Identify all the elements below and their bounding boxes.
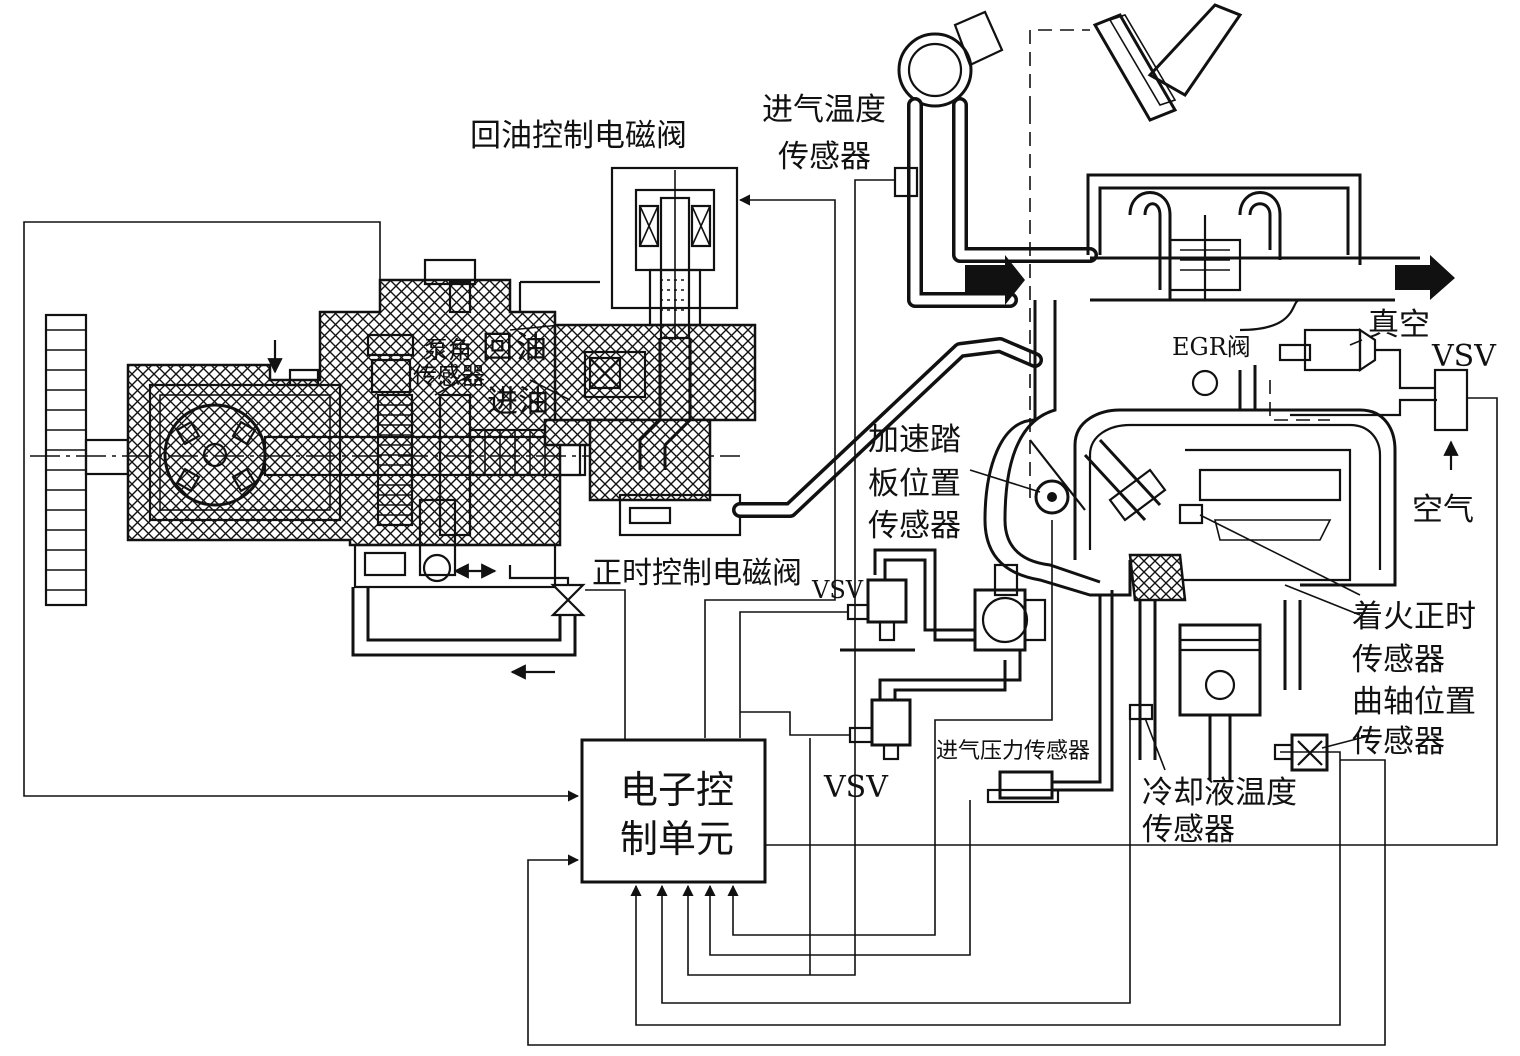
intake-pressure-sensor: [986, 590, 1114, 804]
label-vsv-upper: VSV: [811, 576, 864, 604]
label-pump-angle-1: 泵角: [424, 336, 472, 364]
return-oil-solenoid: [610, 166, 739, 470]
label-intake-temp-1: 进气温度: [762, 92, 886, 128]
label-ignition-2: 传感器: [1352, 642, 1445, 678]
labels: 回油控制电磁阀 进气温度 传感器 泵角 传感器 回 油 进油 EGR阀 真空 V…: [413, 92, 1497, 861]
label-intake-temp-2: 传感器: [778, 139, 871, 175]
label-crank-2: 传感器: [1352, 724, 1445, 760]
label-coolant-2: 传感器: [1142, 812, 1235, 848]
engine: [983, 173, 1455, 780]
label-return-oil-1: 回: [482, 330, 513, 366]
label-coolant-1: 冷却液温度: [1142, 775, 1297, 811]
label-intake-pressure: 进气压力传感器: [936, 739, 1090, 764]
injection-pump: [30, 258, 757, 680]
pedal-sensor-body: [1034, 479, 1070, 515]
label-air: 空气: [1412, 492, 1474, 528]
timing-valve-symbol: [550, 583, 586, 617]
label-vsv-lower: VSV: [823, 770, 889, 805]
exhaust-flow-arrow: [1395, 255, 1455, 300]
label-timing-solenoid: 正时控制电磁阀: [592, 556, 802, 591]
egr-modulator: [973, 563, 1047, 652]
intake-pipe: [893, 10, 1098, 308]
pump-housing: [126, 278, 562, 547]
label-accel-2: 板位置: [868, 466, 961, 502]
vsv-lower: [848, 650, 1022, 761]
label-vacuum: 真空: [1368, 307, 1430, 343]
label-ecu-1: 电子控: [620, 768, 734, 812]
label-egr-valve: EGR阀: [1172, 333, 1251, 361]
label-vsv-right: VSV: [1431, 339, 1497, 374]
signal-wires: [23, 179, 1386, 1046]
vsv-right: [765, 348, 1498, 846]
label-inlet-oil: 进油: [487, 384, 549, 420]
ecu-box: [580, 738, 767, 884]
label-accel-3: 传感器: [868, 508, 961, 544]
label-pump-angle-2: 传感器: [413, 362, 485, 390]
piston: [1178, 623, 1262, 717]
intake-flow-arrow: [965, 255, 1025, 305]
label-return-solenoid: 回油控制电磁阀: [470, 118, 687, 154]
label-accel-1: 加速踏: [868, 422, 961, 458]
accelerator-pedal: [1029, 3, 1243, 500]
label-ecu-2: 制单元: [620, 817, 734, 861]
vsv-upper: [840, 548, 975, 652]
label-ignition-1: 着火正时: [1352, 599, 1476, 635]
drive-gear: [44, 313, 130, 607]
label-crank-1: 曲轴位置: [1352, 684, 1476, 720]
label-return-oil-2: 油: [516, 330, 547, 366]
